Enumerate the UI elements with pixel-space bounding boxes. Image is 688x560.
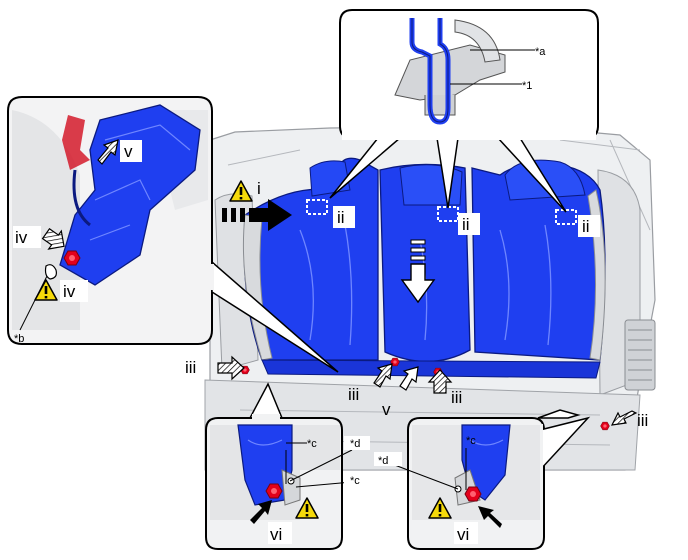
label-iii-center: iii bbox=[348, 385, 359, 404]
hook-marker-left: ii bbox=[306, 199, 355, 228]
arrow-icon bbox=[399, 366, 419, 391]
arrow-icon bbox=[250, 500, 272, 524]
label-iii-right: iii bbox=[637, 411, 648, 430]
arrow-icon bbox=[478, 506, 502, 528]
hatched-arrow-icon bbox=[610, 410, 638, 426]
callout-d-left: *d bbox=[350, 438, 360, 450]
bolt-icon bbox=[464, 486, 482, 502]
label-v-center: v bbox=[382, 400, 391, 419]
hatched-arrow-icon bbox=[41, 227, 65, 250]
callout-c-right: *c bbox=[466, 435, 476, 447]
callout-d-right: *d bbox=[378, 455, 388, 467]
label-v-left-inset: v bbox=[124, 142, 133, 161]
label-i: i bbox=[257, 179, 261, 198]
hatched-arrow-icon bbox=[427, 369, 453, 394]
label-iii-center-right: iii bbox=[451, 388, 462, 407]
label-vi-right: vi bbox=[457, 525, 469, 544]
label-iv-lower: iv bbox=[63, 282, 76, 301]
bottom-right-detail-inset: *c *d vi bbox=[374, 409, 591, 550]
callout-a: *a bbox=[535, 46, 546, 58]
callout-c-top-left: *c bbox=[307, 438, 317, 450]
label-iv-upper: iv bbox=[15, 228, 28, 247]
bolt-icon bbox=[63, 250, 81, 266]
push-arrow-icon bbox=[222, 199, 292, 231]
label-ii-center: ii bbox=[462, 215, 470, 234]
label-vi-left: vi bbox=[270, 525, 282, 544]
callout-1: *1 bbox=[522, 80, 532, 92]
callout-b: *b bbox=[14, 333, 24, 345]
bolt-icon bbox=[265, 483, 283, 499]
seat-back bbox=[242, 157, 606, 363]
label-ii-left: ii bbox=[337, 208, 345, 227]
hook-marker-right: ii bbox=[555, 209, 600, 237]
label-iii-left: iii bbox=[185, 358, 196, 377]
down-arrow-icon bbox=[400, 239, 436, 304]
bolt-icon bbox=[600, 421, 610, 431]
hatched-arrow-icon bbox=[373, 363, 393, 388]
bottom-left-detail-inset: *c *d *c vi bbox=[205, 382, 370, 550]
callout-c-bottom-left: *c bbox=[350, 475, 360, 487]
hook-detail-inset: *a *1 bbox=[329, 9, 599, 213]
left-detail-inset: *b v iv iv bbox=[7, 96, 339, 373]
hatched-arrow-icon bbox=[97, 139, 119, 165]
hatched-arrow-icon bbox=[217, 355, 245, 381]
vent-grille bbox=[624, 319, 656, 391]
label-ii-right: ii bbox=[582, 217, 590, 236]
seat-cushion-edge bbox=[261, 359, 601, 379]
